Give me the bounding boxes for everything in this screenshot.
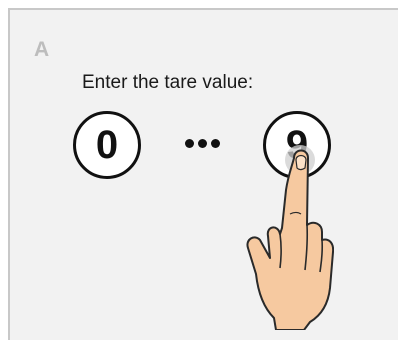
digit-key-9[interactable]: 9 [263, 111, 331, 179]
instruction-panel: A Enter the tare value: [8, 8, 398, 340]
instruction-text: Enter the tare value: [82, 72, 254, 93]
digit-key-0[interactable]: 0 [73, 111, 141, 179]
ellipsis-icon [183, 139, 223, 153]
step-label: A [34, 38, 50, 61]
